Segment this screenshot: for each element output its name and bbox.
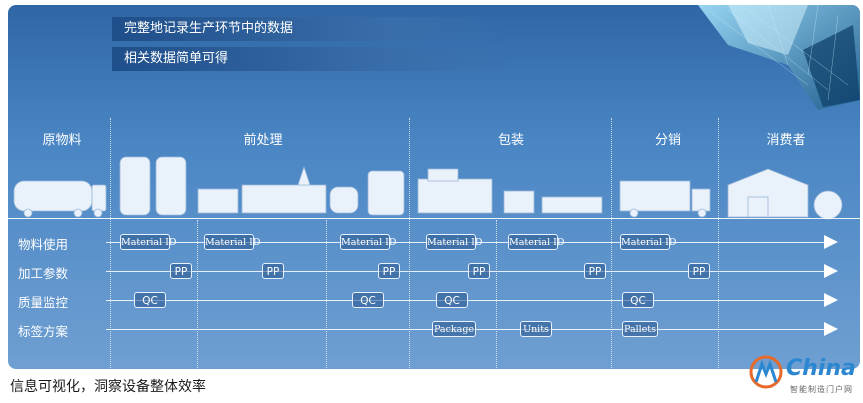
tag-pp: PP bbox=[378, 263, 400, 279]
tag-material-id: Material ID bbox=[204, 234, 261, 250]
tag-qc: QC bbox=[436, 292, 468, 308]
stage-label-consumer: 消费者 bbox=[766, 133, 806, 148]
stage-label-raw-material: 原物料 bbox=[42, 133, 82, 148]
stage-separator bbox=[718, 118, 720, 368]
row-label-process-parameters: 加工参数 bbox=[18, 266, 69, 281]
tag-material-id: Material ID bbox=[508, 234, 565, 250]
tag-pallets: Pallets bbox=[622, 321, 658, 337]
arrow-right-icon bbox=[824, 264, 838, 278]
tag-qc: QC bbox=[622, 292, 654, 308]
stage-separator bbox=[611, 118, 613, 368]
caption: 信息可视化，洞察设备整体效率 bbox=[10, 379, 206, 395]
sub-separator bbox=[197, 220, 199, 369]
processing-line-icon bbox=[197, 165, 405, 216]
tag-material-id: Material ID bbox=[426, 234, 483, 250]
row-line bbox=[106, 271, 826, 272]
row-label-labeling-scheme: 标签方案 bbox=[18, 324, 69, 339]
tag-material-id: Material ID bbox=[120, 234, 177, 250]
china-logo-icon bbox=[749, 355, 783, 389]
banner-complete-records: 完整地记录生产环节中的数据 bbox=[112, 17, 512, 41]
silo-tanks-icon bbox=[119, 156, 187, 216]
tag-units: Units bbox=[520, 321, 552, 337]
tag-qc: QC bbox=[134, 292, 166, 308]
crystal-graphic bbox=[698, 5, 860, 110]
tag-material-id: Material ID bbox=[340, 234, 397, 250]
tag-material-id: Material ID bbox=[620, 234, 677, 250]
arrow-right-icon bbox=[824, 235, 838, 249]
logo-subtitle: 智能制造门户网 bbox=[790, 385, 853, 394]
packaging-machine-icon bbox=[417, 168, 603, 214]
tag-pp: PP bbox=[262, 263, 284, 279]
sub-separator bbox=[326, 220, 328, 369]
arrow-right-icon bbox=[824, 293, 838, 307]
logo-text: China bbox=[786, 356, 856, 381]
row-label-quality-monitoring: 质量监控 bbox=[18, 295, 69, 310]
stage-label-packaging: 包装 bbox=[497, 133, 525, 148]
stage-label-distribution: 分销 bbox=[654, 133, 682, 148]
stage-label-preprocessing: 前处理 bbox=[243, 133, 283, 148]
tanker-truck-icon bbox=[13, 180, 107, 218]
equipment-baseline bbox=[8, 218, 860, 219]
delivery-truck-icon bbox=[619, 180, 711, 218]
tag-pp: PP bbox=[688, 263, 710, 279]
tag-pp: PP bbox=[584, 263, 606, 279]
equipment-illustrations bbox=[13, 156, 843, 220]
banner-easy-access: 相关数据简单可得 bbox=[112, 47, 512, 71]
row-label-material-usage: 物料使用 bbox=[18, 237, 69, 252]
tag-qc: QC bbox=[352, 292, 384, 308]
tag-pp: PP bbox=[468, 263, 490, 279]
stage-separator bbox=[409, 118, 411, 368]
tag-package: Package bbox=[432, 321, 476, 337]
arrow-right-icon bbox=[824, 322, 838, 336]
process-panel: 完整地记录生产环节中的数据 相关数据简单可得 原物料 前处理 包装 分销 消 bbox=[8, 5, 860, 369]
sub-separator bbox=[496, 220, 498, 369]
stage-separator bbox=[110, 118, 112, 368]
tag-pp: PP bbox=[170, 263, 192, 279]
warehouse-icon bbox=[727, 168, 843, 220]
